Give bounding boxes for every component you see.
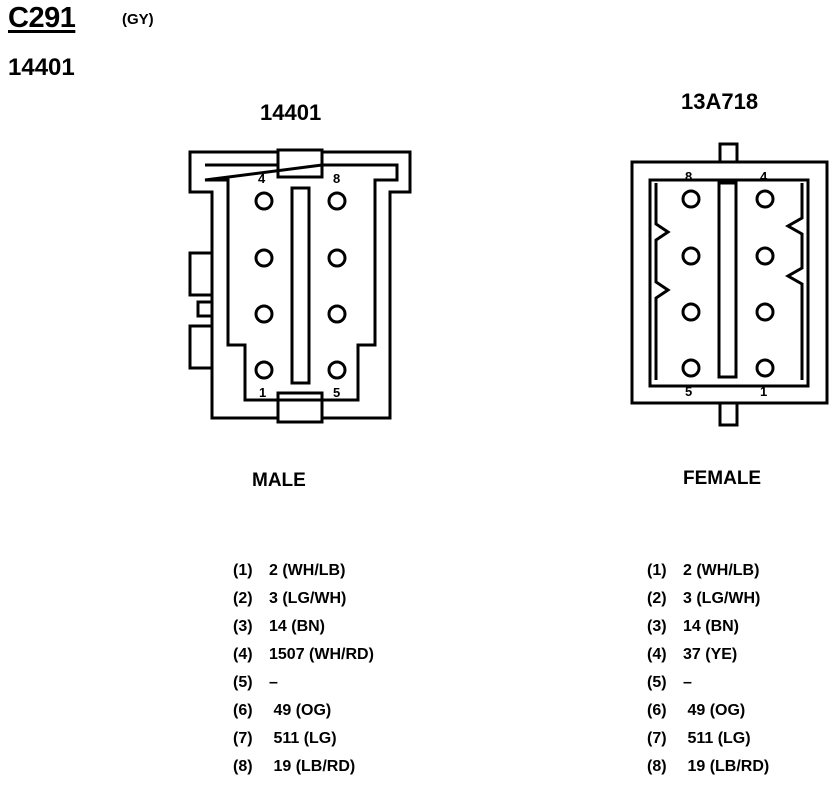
female-cavity-label-top-left: 8 <box>685 169 692 184</box>
male-pin-row: (8) 19 (LB/RD) <box>233 758 356 775</box>
female-pin-row: (2)3 (LG/WH) <box>647 590 761 607</box>
male-cavity-label-bottom-right: 5 <box>333 385 340 400</box>
female-cavity-label-bottom-left: 5 <box>685 384 692 399</box>
male-pin-row: (4)1507 (WH/RD) <box>233 646 374 663</box>
female-pin-row: (5)– <box>647 674 692 691</box>
female-pin-row: (1)2 (WH/LB) <box>647 562 760 579</box>
female-pin-list: (1)2 (WH/LB) (2)3 (LG/WH) (3)14 (BN) (4)… <box>647 557 769 781</box>
female-cavity-label-bottom-right: 1 <box>760 384 767 399</box>
male-cavity-label-top-right: 8 <box>333 171 340 186</box>
male-cavity-pin <box>254 248 274 268</box>
female-pin-row: (8) 19 (LB/RD) <box>647 758 770 775</box>
female-connector-face <box>630 142 829 427</box>
female-pin-row: (4)37 (YE) <box>647 646 738 663</box>
male-cavity-pin <box>327 191 347 211</box>
male-cavity-pins <box>254 191 347 380</box>
male-pin-row: (1)2 (WH/LB) <box>233 562 346 579</box>
male-label: MALE <box>252 470 306 491</box>
male-cavity-label-bottom-left: 1 <box>259 385 266 400</box>
female-cavity-label-top-right: 4 <box>760 169 768 184</box>
female-pin-row: (7) 511 (LG) <box>647 730 751 747</box>
male-cavity-pin <box>327 304 347 324</box>
female-cavity-pins <box>681 189 775 378</box>
female-cavity-pin <box>755 246 775 266</box>
male-cavity-pin <box>327 248 347 268</box>
male-pin-row: (2)3 (LG/WH) <box>233 590 347 607</box>
male-pin-row: (3)14 (BN) <box>233 618 326 635</box>
male-connector-face <box>188 148 412 424</box>
female-pin-row: (3)14 (BN) <box>647 618 740 635</box>
male-cavity-pin <box>254 360 274 380</box>
female-cavity-pin <box>755 189 775 209</box>
male-pin-row: (6) 49 (OG) <box>233 702 332 719</box>
female-cavity-pin <box>681 302 701 322</box>
male-pin-list: (1)2 (WH/LB) (2)3 (LG/WH) (3)14 (BN) (4)… <box>233 557 374 781</box>
female-label: FEMALE <box>683 468 762 489</box>
male-cavity-pin <box>254 304 274 324</box>
female-connector-title: 13A718 <box>681 89 759 114</box>
male-connector-title: 14401 <box>260 100 322 125</box>
male-pin-row: (5)– <box>233 674 278 691</box>
male-cavity-pin <box>254 191 274 211</box>
female-cavity-pin <box>681 246 701 266</box>
female-cavity-pin <box>755 302 775 322</box>
female-pin-row: (6) 49 (OG) <box>647 702 746 719</box>
connector-part-number: 14401 <box>8 54 75 81</box>
female-cavity-pin <box>681 189 701 209</box>
connector-color-code: (GY) <box>122 11 154 28</box>
female-cavity-pin <box>681 358 701 378</box>
male-cavity-pin <box>327 360 347 380</box>
male-pin-row: (7) 511 (LG) <box>233 730 337 747</box>
male-cavity-label-top-left: 4 <box>258 171 266 186</box>
female-cavity-pin <box>755 358 775 378</box>
connector-id: C291 <box>8 2 76 34</box>
